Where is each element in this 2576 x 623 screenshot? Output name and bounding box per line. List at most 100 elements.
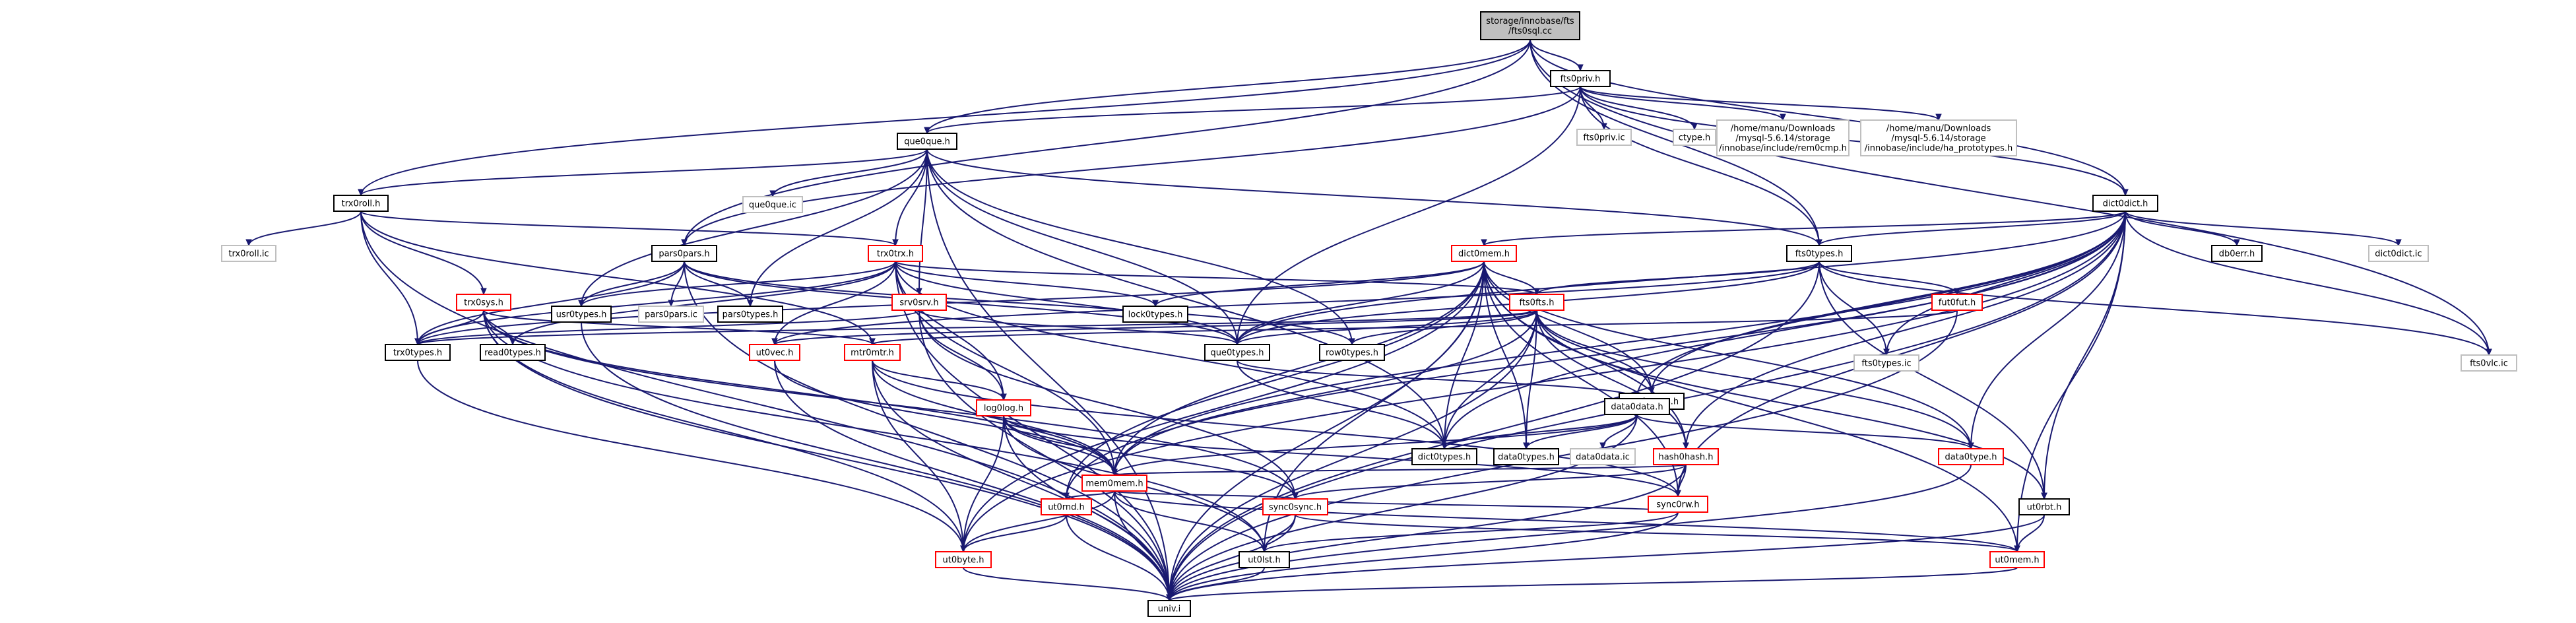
edge-log0log_h-to-sync0sync_h [1003, 415, 1296, 500]
edge-dict0mem_h-to-dict0types_h [1444, 261, 1485, 449]
node-ut0rnd-h[interactable]: ut0rnd.h [1041, 498, 1092, 515]
node-dict0mem-h[interactable]: dict0mem.h [1451, 245, 1517, 262]
arrowhead-trx0trx_h-to-usr0types_h [578, 300, 585, 308]
edge-hash0hash_h-to-mem0mem_h [1114, 464, 1687, 476]
node-trx0types-h[interactable]: trx0types.h [385, 344, 451, 361]
node-label: fts0fts.h [1519, 298, 1554, 308]
node-box [333, 195, 389, 212]
node-label: /mysql-5.6.14/storage [1891, 134, 1985, 144]
edge-log0log_h-to-ut0byte_h [963, 415, 1004, 552]
edge-que0que_h-to-que0types_h [926, 148, 1238, 345]
node-usr0types-h[interactable]: usr0types.h [551, 306, 612, 323]
node-pars0pars-h[interactable]: pars0pars.h [651, 245, 717, 262]
node-mem0mem-h[interactable]: mem0mem.h [1081, 475, 1147, 492]
node-label: data0types.h [1498, 453, 1555, 463]
node-box [2368, 245, 2429, 262]
node-label: ut0mem.h [1995, 556, 2039, 566]
node-que0types-h[interactable]: que0types.h [1204, 344, 1270, 361]
node-trx0roll-h[interactable]: trx0roll.h [333, 195, 389, 212]
node-srv0srv-h[interactable]: srv0srv.h [891, 294, 947, 311]
node-label: db0err.h [2219, 249, 2255, 259]
edge-pars0pars_h-to-trx0types_h [417, 261, 685, 345]
edge-trx0roll_h-to-mtr0mtr_h [360, 211, 873, 345]
node-que0que-h[interactable]: que0que.h [897, 133, 957, 150]
node-label: /innobase/include/rem0cmp.h [1719, 144, 1847, 154]
node-box [651, 245, 717, 262]
node-data0data-h[interactable]: data0data.h [1604, 398, 1670, 415]
node-sync0rw-h[interactable]: sync0rw.h [1648, 496, 1708, 513]
edge-dict0dict_h-to-fts0types_ic [1886, 211, 2126, 356]
node-sync0sync-h[interactable]: sync0sync.h [1262, 498, 1328, 515]
arrowhead-dict0dict_h-to-dict0mem_h [1481, 239, 1487, 247]
node-label: univ.i [1158, 605, 1181, 614]
node-box [1938, 448, 2004, 465]
node-ut0vec-h[interactable]: ut0vec.h [749, 344, 800, 361]
node-root: storage/innobase/fts/fts0sql.cc [1480, 11, 1580, 40]
node-univ-i[interactable]: univ.i [1147, 600, 1191, 617]
node-box [844, 344, 901, 361]
node-ut0byte-h[interactable]: ut0byte.h [935, 551, 992, 568]
edge-fts0fts_h-to-trx0types_h [417, 310, 1537, 345]
node-box [2018, 498, 2070, 515]
edge-trx0trx_h-to-log0log_h [895, 261, 1004, 401]
edge-fts0types_h-to-fts0types_ic [1819, 261, 1887, 356]
node-fts0priv-ic: fts0priv.ic [1576, 129, 1632, 146]
node-label: fut0fut.h [1939, 298, 1976, 308]
node-log0log-h[interactable]: log0log.h [976, 399, 1031, 416]
node-box [480, 344, 546, 361]
edge-fts0types_h-to-ut0vec_h [774, 261, 1820, 345]
node-read0types-h[interactable]: read0types.h [480, 344, 546, 361]
edge-trx0trx_h-to-univ_i [895, 261, 1170, 601]
arrowhead-data0data_h-to-data0types_h [1523, 442, 1530, 450]
arrowhead-dict0dict_h-to-fts0types_h [1816, 239, 1822, 247]
edge-trx0sys_h-to-univ_i [483, 310, 1170, 601]
edge-fts0fts_h-to-dict0types_h [1444, 310, 1537, 449]
node-label: ut0lst.h [1248, 556, 1280, 566]
node-fut0fut-h[interactable]: fut0fut.h [1931, 294, 1983, 311]
node-data0type-h[interactable]: data0type.h [1938, 448, 2004, 465]
node-label: ut0rnd.h [1048, 503, 1085, 513]
node-box [1204, 344, 1270, 361]
edge-dict0mem_h-to-ut0rnd_h [1066, 261, 1485, 500]
edge-que0que_h-to-srv0srv_h [918, 148, 928, 295]
node-row0types-h[interactable]: row0types.h [1319, 344, 1385, 361]
edge-trx0roll_h-to-trx0trx_h [360, 211, 896, 246]
node-label: pars0pars.h [659, 249, 709, 259]
node-box [1853, 354, 1919, 372]
node-dict0dict-h[interactable]: dict0dict.h [2092, 195, 2158, 212]
node-label: data0data.h [1611, 403, 1663, 412]
node-ut0rbt-h[interactable]: ut0rbt.h [2018, 498, 2070, 515]
nodes-layer: storage/innobase/fts/fts0sql.cc fts0priv.… [221, 11, 2517, 617]
node-fts0types-h[interactable]: fts0types.h [1786, 245, 1852, 262]
node-label: read0types.h [484, 348, 541, 358]
node-hash0hash-h[interactable]: hash0hash.h [1653, 448, 1719, 465]
node-mtr0mtr-h[interactable]: mtr0mtr.h [844, 344, 901, 361]
node-box [749, 344, 800, 361]
edge-que0que_h-to-usr0types_h [581, 148, 928, 307]
arrowhead-fts0fts_h-to-ut0rbt_h [2041, 492, 2047, 500]
node-box [1989, 551, 2045, 568]
node-label: storage/innobase/fts [1486, 16, 1574, 26]
node-data0types-h[interactable]: data0types.h [1493, 448, 1559, 465]
node-lock0types-h[interactable]: lock0types.h [1122, 306, 1188, 323]
node-label: dict0dict.ic [2375, 249, 2422, 259]
node-ut0mem-h[interactable]: ut0mem.h [1989, 551, 2045, 568]
node-pars0types-h[interactable]: pars0types.h [717, 306, 783, 323]
node-ut0lst-h[interactable]: ut0lst.h [1239, 551, 1290, 568]
edge-que0que_h-to-univ_i [926, 148, 1170, 601]
node-label: /home/manu/Downloads [1886, 124, 1991, 134]
node-fts0priv-h[interactable]: fts0priv.h [1550, 70, 1611, 87]
node-box [1786, 245, 1852, 262]
node-dict0types-h[interactable]: dict0types.h [1411, 448, 1477, 465]
node-label: trx0types.h [393, 348, 442, 358]
node-box [976, 399, 1031, 416]
node-trx0trx-h[interactable]: trx0trx.h [868, 245, 923, 262]
node-fts0fts-h[interactable]: fts0fts.h [1509, 294, 1564, 311]
node-label: hash0hash.h [1658, 453, 1713, 463]
node-label: /home/manu/Downloads [1731, 124, 1836, 134]
edge-mtr0mtr_h-to-sync0rw_h [872, 360, 1679, 497]
node-trx0sys-h[interactable]: trx0sys.h [456, 294, 511, 311]
arrowhead-fts0fts_h-to-hash0hash_h [1683, 442, 1689, 450]
node-db0err-h[interactable]: db0err.h [2211, 245, 2263, 262]
